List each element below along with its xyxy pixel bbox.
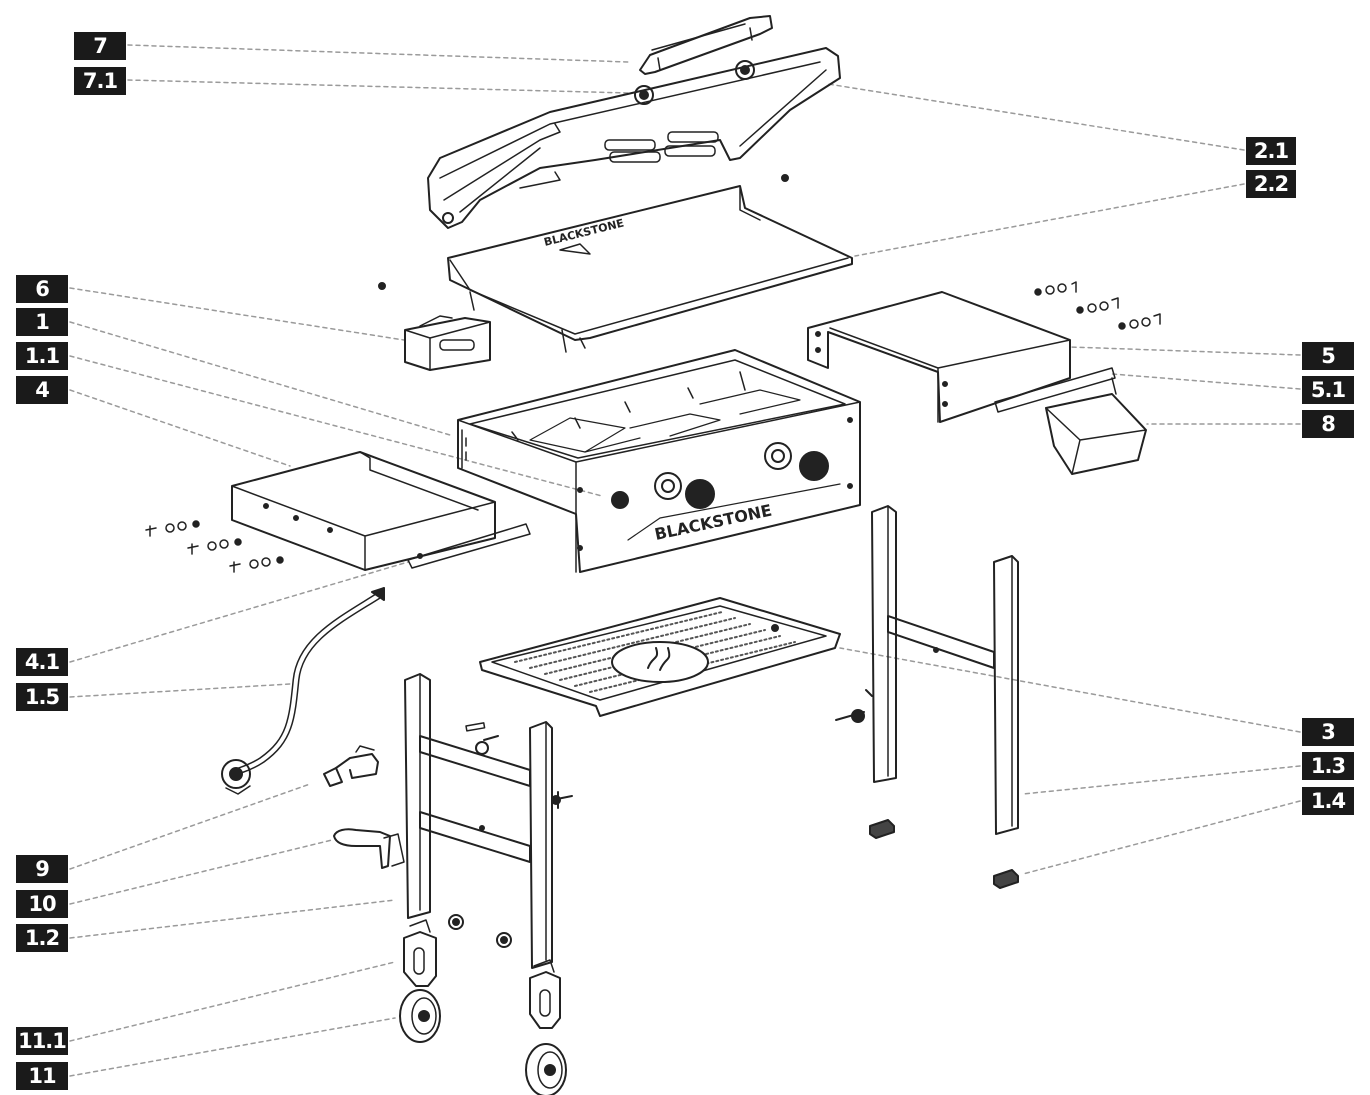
callout-1-4: 1.4 [1302, 787, 1354, 815]
grease-tray [479, 597, 841, 717]
left-leg-frame [404, 673, 573, 969]
griddle-top: BLACKSTONE [378, 185, 853, 353]
callout-5-1: 5.1 [1302, 376, 1354, 404]
callout-11-1: 11.1 [16, 1027, 68, 1055]
left-side-shelf [231, 451, 531, 571]
callout-7: 7 [74, 32, 126, 60]
callout-1-5: 1.5 [16, 683, 68, 711]
grease-cup [404, 315, 491, 371]
tank-hook [333, 828, 405, 869]
right-leg-frame [835, 505, 1019, 835]
callout-6: 6 [16, 275, 68, 303]
burner-brand-mark: BLACKSTONE [653, 501, 774, 544]
left-shelf-bolts [145, 520, 284, 573]
callout-9: 9 [16, 855, 68, 883]
wheels [399, 989, 567, 1095]
lid-handle [639, 15, 773, 75]
callout-1-1: 1.1 [16, 342, 68, 370]
right-shelf-bolts [1034, 281, 1161, 330]
callout-8: 8 [1302, 410, 1354, 438]
callout-3: 3 [1302, 718, 1354, 746]
callout-1: 1 [16, 308, 68, 336]
hose-hook [323, 745, 379, 787]
griddle-hood [427, 47, 841, 229]
callout-1-3: 1.3 [1302, 752, 1354, 780]
callout-2-1: 2.1 [1246, 137, 1296, 165]
griddle-brand-mark: BLACKSTONE [543, 216, 626, 248]
leader-lines [69, 44, 1301, 1077]
callout-4-1: 4.1 [16, 648, 68, 676]
callout-1-2: 1.2 [16, 924, 68, 952]
callout-7-1: 7.1 [74, 67, 126, 95]
callout-11: 11 [16, 1062, 68, 1090]
side-basket [1045, 377, 1147, 475]
caster-brackets [403, 919, 561, 1029]
burner-box: BLACKSTONE [457, 349, 861, 573]
right-side-shelf [807, 291, 1116, 423]
callout-10: 10 [16, 890, 68, 918]
leg-feet [869, 819, 1019, 889]
frame-nuts [448, 914, 512, 948]
gas-hose-regulator [221, 587, 385, 795]
callout-2-2: 2.2 [1246, 170, 1296, 198]
callout-4: 4 [16, 376, 68, 404]
callout-5: 5 [1302, 342, 1354, 370]
